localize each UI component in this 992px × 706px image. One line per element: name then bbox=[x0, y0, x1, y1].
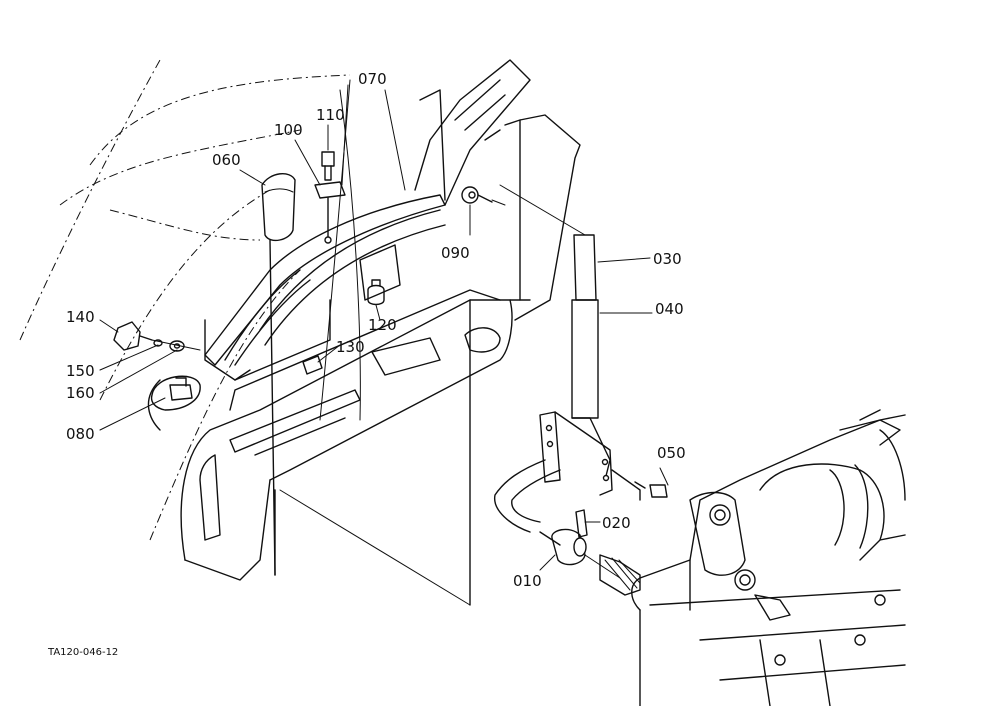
nut-and-clip bbox=[302, 279, 385, 375]
callout-130: 130 bbox=[336, 338, 365, 356]
callout-030: 030 bbox=[653, 250, 682, 268]
seat-outline bbox=[19, 59, 361, 541]
callout-060: 060 bbox=[212, 151, 241, 169]
bolt-and-clip bbox=[314, 151, 346, 244]
callout-160: 160 bbox=[66, 384, 95, 402]
callout-050: 050 bbox=[657, 444, 686, 462]
callout-040: 040 bbox=[655, 300, 684, 318]
lever-knob bbox=[261, 173, 296, 576]
leader-lines bbox=[99, 84, 669, 571]
callout-140: 140 bbox=[66, 308, 95, 326]
cushion-bolt bbox=[147, 375, 201, 431]
support-pillar bbox=[469, 114, 581, 606]
callout-010: 010 bbox=[513, 572, 542, 590]
callout-110: 110 bbox=[316, 106, 345, 124]
fender-panel bbox=[180, 289, 531, 606]
knob-and-washers bbox=[113, 321, 201, 352]
callout-090: 090 bbox=[441, 244, 470, 262]
callout-020: 020 bbox=[602, 514, 631, 532]
hydraulic-housing bbox=[599, 409, 906, 706]
callout-120: 120 bbox=[368, 316, 397, 334]
callout-080: 080 bbox=[66, 425, 95, 443]
arm-bracket bbox=[494, 411, 641, 579]
callout-100: 100 bbox=[274, 121, 303, 139]
figure-code: TA120-046-12 bbox=[48, 647, 119, 658]
pin-and-bolt bbox=[575, 481, 668, 538]
lever-guide-plate bbox=[204, 59, 531, 381]
callout-070: 070 bbox=[358, 70, 387, 88]
callout-150: 150 bbox=[66, 362, 95, 380]
linkage-rod bbox=[491, 184, 611, 481]
